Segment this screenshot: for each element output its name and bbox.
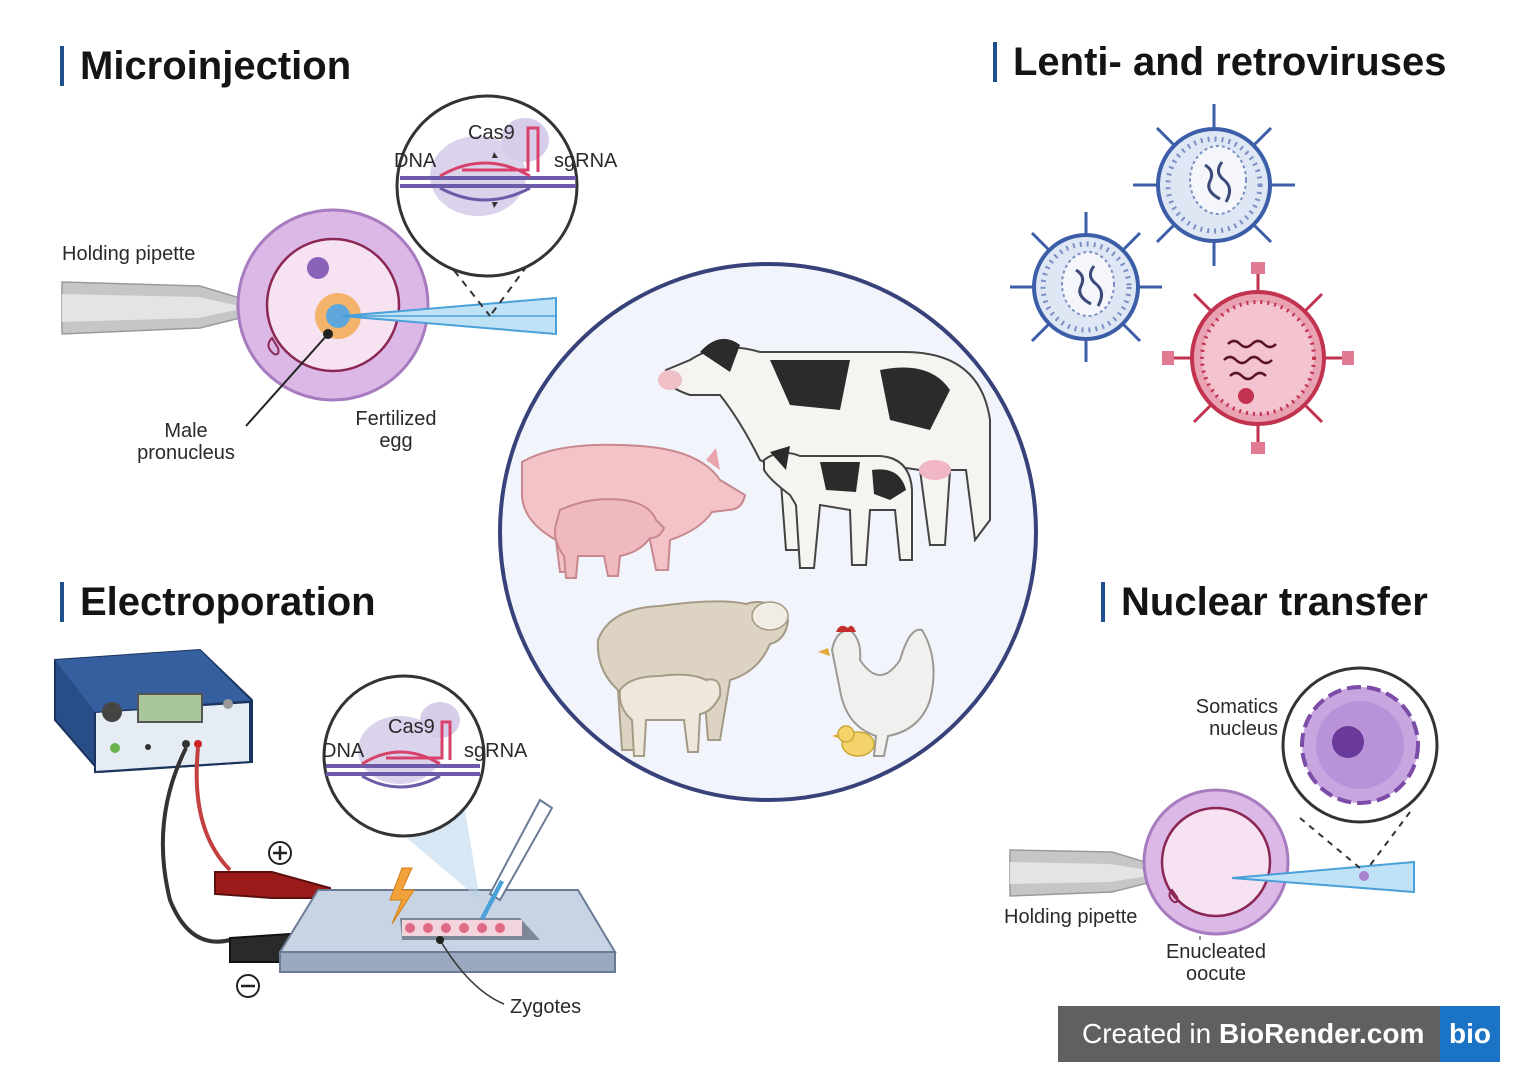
retrovirus-icon [1162,262,1354,454]
badge-text: Created in BioRender.com [1058,1018,1440,1050]
mi-sgrna-label: sgRNA [554,150,618,172]
ep-sgrna-label: sgRNA [464,740,528,762]
hen-icon [818,625,935,757]
nt-injection-pipette-icon [1231,860,1415,894]
virus-illustration [1010,104,1354,454]
cow-icon [658,338,991,551]
fertilized-egg-icon [236,208,430,402]
biorender-badge[interactable]: Created in BioRender.com bio [1058,1006,1500,1062]
electroporation-slide-icon [278,889,617,973]
somatic-nucleus-line-2: nucleus [1209,718,1278,740]
microinjection-illustration [61,94,579,402]
enucleated-line-2: oocute [1185,963,1247,985]
somatic-nucleus-line-1: Somatics [1195,696,1278,718]
fertilized-egg-line-1: Fertilized [355,408,437,430]
chick-icon [832,725,875,757]
electro-pipette-icon [480,798,554,920]
positive-clip-icon [214,871,331,899]
lightning-icon [389,867,415,925]
male-pronucleus-line-2: pronucleus [137,442,235,464]
fertilized-egg-label: Fertilized egg [344,408,448,452]
plus-icon [268,841,292,865]
crispr-inset-icon [395,94,579,278]
male-pronucleus-line-1: Male [164,420,208,442]
mi-dna-label: DNA [394,150,437,172]
calf-icon [763,446,913,569]
lentivirus-icon-1 [1133,104,1295,266]
electroporation-title: Electroporation [60,582,376,622]
nt-holding-pipette-label: Holding pipette [1004,906,1138,928]
biorender-logo-icon: bio [1440,1006,1500,1062]
somatic-nucleus-label: Somatics nucleus [1178,696,1278,740]
mi-cas9-label: Cas9 [468,122,515,144]
enucleated-line-1: Enucleated [1165,941,1267,963]
nuclear-transfer-title: Nuclear transfer [1101,582,1428,622]
electroporation-illustration [54,648,617,1005]
animals-circle [498,262,1038,802]
piglet-icon [554,498,666,579]
viruses-title: Lenti- and retroviruses [993,42,1446,82]
mi-holding-pipette-label: Holding pipette [62,243,196,265]
male-pronucleus-label: Male pronucleus [128,420,244,464]
holding-pipette-icon [61,281,241,335]
minus-icon [236,974,260,998]
fertilized-egg-line-2: egg [379,430,413,452]
lentivirus-icon-2 [1010,212,1162,362]
power-supply-icon [54,648,253,774]
enucleated-oocyte-icon [1142,788,1290,936]
electro-crispr-inset-icon [322,674,486,838]
microinjection-title: Microinjection [60,46,351,86]
badge-prefix: Created in [1082,1018,1219,1049]
somatic-nucleus-inset-icon [1281,666,1439,824]
injection-pipette-icon [341,296,557,336]
ep-cas9-label: Cas9 [388,716,435,738]
enucleated-oocyte-label: Enucleated oocute [1158,941,1274,985]
lamb-icon [618,673,722,757]
nt-holding-pipette-icon [1009,849,1153,897]
zygotes-label: Zygotes [510,996,582,1018]
badge-brand: BioRender.com [1218,1018,1425,1049]
ep-dna-label: DNA [322,740,365,762]
nuclear-transfer-illustration [1009,666,1439,940]
